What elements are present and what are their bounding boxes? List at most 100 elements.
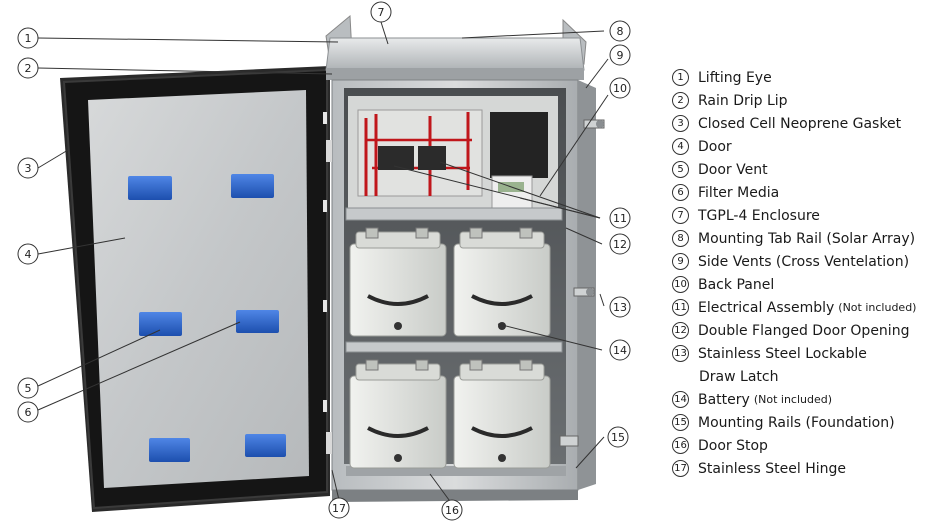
legend-item: 12 Double Flanged Door Opening <box>672 319 930 342</box>
callout-bubble: 7 <box>370 1 392 23</box>
enclosure <box>325 14 605 502</box>
callout-bubble: 11 <box>609 207 631 229</box>
battery <box>349 359 447 469</box>
door-vent <box>236 310 279 333</box>
legend-item: 4 Door <box>672 135 930 158</box>
legend-label: Stainless Steel Hinge <box>698 460 846 477</box>
callout-number: 5 <box>25 382 32 395</box>
legend-number-badge: 17 <box>672 460 689 477</box>
upper-shelf <box>345 207 563 221</box>
callout-bubble: 12 <box>609 233 631 255</box>
legend-label: Door Stop <box>698 437 768 454</box>
legend-item: 16 Door Stop <box>672 434 930 457</box>
legend-number-badge: 4 <box>672 138 689 155</box>
legend-item: 1 Lifting Eye <box>672 66 930 89</box>
legend-label: Stainless Steel Lockable <box>698 345 867 362</box>
hinge-pins <box>323 112 327 412</box>
legend-label: Back Panel <box>698 276 775 293</box>
legend-label: Battery <box>698 391 750 408</box>
callout-bubble: 2 <box>17 57 39 79</box>
legend-note: (Not included) <box>838 301 917 314</box>
callout-bubble: 16 <box>441 499 463 521</box>
callout-bubble: 3 <box>17 157 39 179</box>
callout-bubble: 10 <box>609 77 631 99</box>
callout-bubble: 9 <box>609 44 631 66</box>
callout-bubble: 6 <box>17 401 39 423</box>
legend-number-badge: 12 <box>672 322 689 339</box>
rain-drip-lip <box>326 68 584 80</box>
legend-item: 2 Rain Drip Lip <box>672 89 930 112</box>
legend-label: Mounting Tab Rail (Solar Array) <box>698 230 916 247</box>
legend-item: 11 Electrical Assembly(Not included) <box>672 296 930 319</box>
legend-number-badge: 11 <box>672 299 689 316</box>
callout-bubble: 15 <box>607 426 629 448</box>
legend-label: Door Vent <box>698 161 768 178</box>
legend-number-badge: 10 <box>672 276 689 293</box>
draw-latch-lower <box>573 287 595 297</box>
hinge <box>326 140 332 454</box>
callout-number: 9 <box>617 49 624 62</box>
door-panel <box>88 90 309 488</box>
legend-number-badge: 5 <box>672 161 689 178</box>
callout-bubble: 4 <box>17 243 39 265</box>
callout-bubble: 13 <box>609 296 631 318</box>
legend-number-badge: 2 <box>672 92 689 109</box>
door-vent <box>231 174 274 198</box>
legend-item-continuation: Draw Latch <box>699 368 779 385</box>
legend-label: Filter Media <box>698 184 780 201</box>
callout-number: 15 <box>611 431 625 444</box>
legend-label: Double Flanged Door Opening <box>698 322 910 339</box>
legend-number-badge: 1 <box>672 69 689 86</box>
callout-number: 11 <box>613 212 627 225</box>
legend-item: 6 Filter Media <box>672 181 930 204</box>
callout-number: 3 <box>25 162 32 175</box>
legend-item: 3 Closed Cell Neoprene Gasket <box>672 112 930 135</box>
callout-number: 12 <box>613 238 627 251</box>
callout-bubble: 8 <box>609 20 631 42</box>
legend-label: Door <box>698 138 732 155</box>
legend-number-badge: 9 <box>672 253 689 270</box>
legend-label: Electrical Assembly <box>698 299 835 316</box>
legend: 1 Lifting Eye 2 Rain Drip Lip 3 Closed Cell N… <box>672 66 930 480</box>
door-vent <box>139 312 182 336</box>
callout-bubble: 17 <box>328 497 350 519</box>
legend-label: Lifting Eye <box>698 69 772 86</box>
callout-number: 17 <box>332 502 346 515</box>
legend-number-badge: 3 <box>672 115 689 132</box>
callout-bubble: 1 <box>17 27 39 49</box>
draw-latch-upper <box>583 119 605 129</box>
callout-number: 14 <box>613 344 627 357</box>
door-vent <box>245 434 286 457</box>
legend-item: 7 TGPL-4 Enclosure <box>672 204 930 227</box>
legend-number-badge: 14 <box>672 391 689 408</box>
legend-item: 17 Stainless Steel Hinge <box>672 457 930 480</box>
legend-label: Side Vents (Cross Ventelation) <box>698 253 910 270</box>
callout-number: 4 <box>25 248 32 261</box>
callout-number: 6 <box>25 406 32 419</box>
legend-label: TGPL-4 Enclosure <box>698 207 820 224</box>
batteries <box>349 227 551 469</box>
callout-bubble: 14 <box>609 339 631 361</box>
battery <box>453 359 551 469</box>
legend-label: Mounting Rails (Foundation) <box>698 414 895 431</box>
callout-bubble: 5 <box>17 377 39 399</box>
middle-shelf <box>345 341 563 353</box>
legend-number-badge: 8 <box>672 230 689 247</box>
callout-number: 13 <box>613 301 627 314</box>
door-vent <box>128 176 172 200</box>
legend-number-badge: 7 <box>672 207 689 224</box>
floor-door-stop <box>346 466 566 476</box>
door-vents <box>128 174 286 462</box>
legend-number-badge: 6 <box>672 184 689 201</box>
legend-item: 8 Mounting Tab Rail (Solar Array) <box>672 227 930 250</box>
legend-number-badge: 16 <box>672 437 689 454</box>
legend-label: Rain Drip Lip <box>698 92 788 109</box>
legend-item: 10 Back Panel <box>672 273 930 296</box>
callout-number: 8 <box>617 25 624 38</box>
leader-lines <box>37 21 609 505</box>
legend-label: Closed Cell Neoprene Gasket <box>698 115 902 132</box>
